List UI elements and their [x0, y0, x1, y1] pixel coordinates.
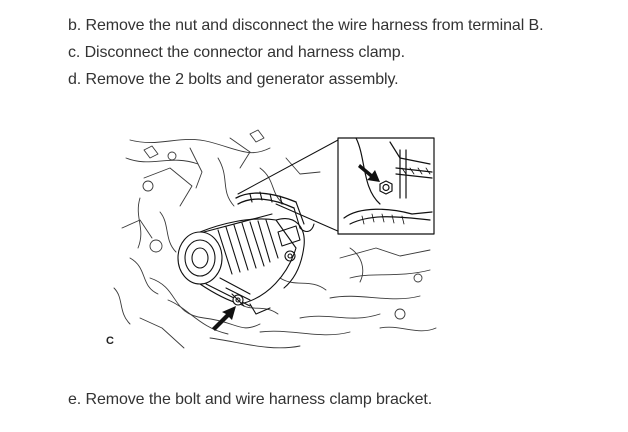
arrow-icon — [212, 306, 236, 331]
generator-assembly — [177, 191, 315, 315]
instruction-step-b: b. Remove the nut and disconnect the wir… — [68, 17, 544, 34]
figure-label: C — [106, 335, 114, 347]
instruction-step-d: d. Remove the 2 bolts and generator asse… — [68, 71, 399, 88]
detail-inset — [337, 137, 435, 235]
detail-leader-lines — [237, 139, 341, 233]
instruction-step-c: c. Disconnect the connector and harness … — [68, 44, 405, 61]
arrow-icon — [358, 164, 380, 182]
instruction-step-e: e. Remove the bolt and wire harness clam… — [68, 391, 433, 408]
generator-removal-illustration — [100, 128, 440, 356]
